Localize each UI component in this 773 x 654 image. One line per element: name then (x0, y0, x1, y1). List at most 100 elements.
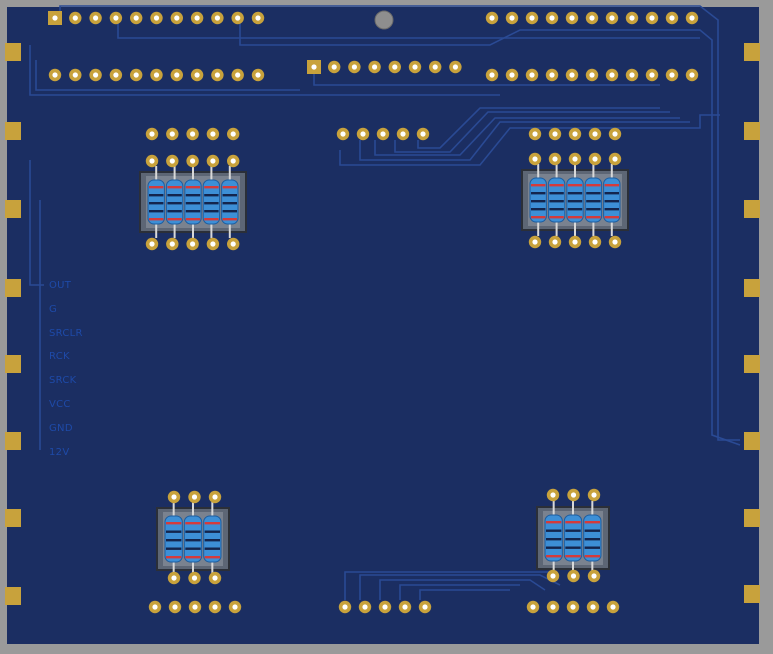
pad-hole (572, 156, 578, 162)
resistor-band (567, 192, 583, 195)
pad-hole (610, 604, 616, 610)
pad-hole (235, 15, 241, 21)
edge-connector-icon (5, 509, 21, 527)
pad-hole (169, 241, 175, 247)
pad-hole (113, 72, 119, 78)
trace (394, 111, 670, 153)
resistor-band (222, 194, 237, 197)
resistor-band (565, 538, 581, 541)
pad-hole (532, 239, 538, 245)
resistor-band (546, 521, 562, 524)
resistor-band (167, 202, 182, 205)
pad-hole (509, 15, 515, 21)
pad-hole (529, 72, 535, 78)
pad-hole (569, 72, 575, 78)
pad-hole (351, 64, 357, 70)
resistor-band (586, 216, 601, 219)
silk-label-g: G (49, 304, 58, 315)
pad-hole (190, 241, 196, 247)
resistor-band (222, 218, 237, 221)
pad-hole (210, 158, 216, 164)
pad-hole (210, 241, 216, 247)
edge-connector-icon (744, 279, 760, 297)
pad-hole (171, 494, 177, 500)
resistor-band (546, 538, 562, 541)
resistor-band (204, 556, 220, 559)
resistor-band (546, 546, 562, 549)
pad-hole (570, 492, 577, 498)
pad-hole (212, 604, 218, 610)
resistor-band (584, 538, 600, 541)
resistor-band (204, 202, 219, 205)
pad-hole (649, 15, 655, 21)
resistor-band (604, 216, 619, 219)
resistor-band (222, 202, 237, 205)
pad-hole (509, 72, 515, 78)
resistor-band (149, 210, 164, 213)
pad-hole (592, 131, 598, 137)
pad-hole (400, 131, 406, 137)
resistor-band (166, 530, 182, 533)
pad-hole (360, 131, 366, 137)
trace (344, 571, 550, 600)
resistor-band (565, 521, 581, 524)
silk-label-srck: SRCK (49, 375, 77, 386)
resistor-band (185, 186, 201, 189)
pad-hole (232, 604, 238, 610)
pad-hole (93, 15, 99, 21)
pad-hole (532, 156, 538, 162)
silk-label-srclr: SRCLR (49, 328, 83, 339)
pad-hole (591, 573, 597, 579)
pad-hole (149, 131, 155, 137)
pad-hole (422, 604, 428, 610)
resistor-band (167, 210, 182, 213)
edge-connector-icon (744, 432, 760, 450)
resistor-band (185, 210, 201, 213)
resistor-band (586, 184, 601, 187)
resistor-band (604, 208, 619, 211)
resistor-band (586, 200, 601, 203)
resistor-band (222, 210, 237, 213)
pad-hole (612, 131, 618, 137)
pad-hole (210, 131, 216, 137)
pad-hole (311, 64, 317, 70)
edge-connector-icon (5, 200, 21, 218)
resistor-band (204, 218, 219, 221)
resistor-band (204, 186, 219, 189)
pad-hole (530, 604, 536, 610)
pad-hole (230, 131, 236, 137)
trace (417, 107, 660, 149)
resistor-band (567, 216, 583, 219)
pad-hole (169, 158, 175, 164)
trace (379, 579, 546, 600)
silk-label-rck: RCK (49, 351, 70, 362)
resistor-band (567, 184, 583, 187)
edge-connectors (5, 43, 760, 605)
pad-hole (489, 15, 495, 21)
trace (359, 121, 690, 161)
pad-hole (550, 492, 556, 498)
pad-hole (52, 72, 58, 78)
pad-hole (392, 64, 398, 70)
pad-hole (452, 64, 458, 70)
pad-hole (72, 15, 78, 21)
resistor-band (604, 192, 619, 195)
pad-hole (212, 494, 218, 500)
pad-hole (52, 15, 58, 21)
pad-hole (255, 15, 261, 21)
pad-hole (590, 604, 596, 610)
pad-hole (340, 131, 346, 137)
trace (419, 589, 510, 600)
pad-hole (412, 64, 418, 70)
edge-connector-icon (5, 432, 21, 450)
pad-hole (152, 604, 158, 610)
pad-hole (570, 604, 576, 610)
pad-hole (331, 64, 337, 70)
trace (399, 584, 520, 600)
resistor-band (549, 216, 564, 219)
silk-label-gnd: GND (49, 423, 73, 434)
pad-hole (612, 239, 618, 245)
trace (29, 45, 500, 96)
trace (374, 117, 680, 156)
pad-hole (382, 604, 388, 610)
